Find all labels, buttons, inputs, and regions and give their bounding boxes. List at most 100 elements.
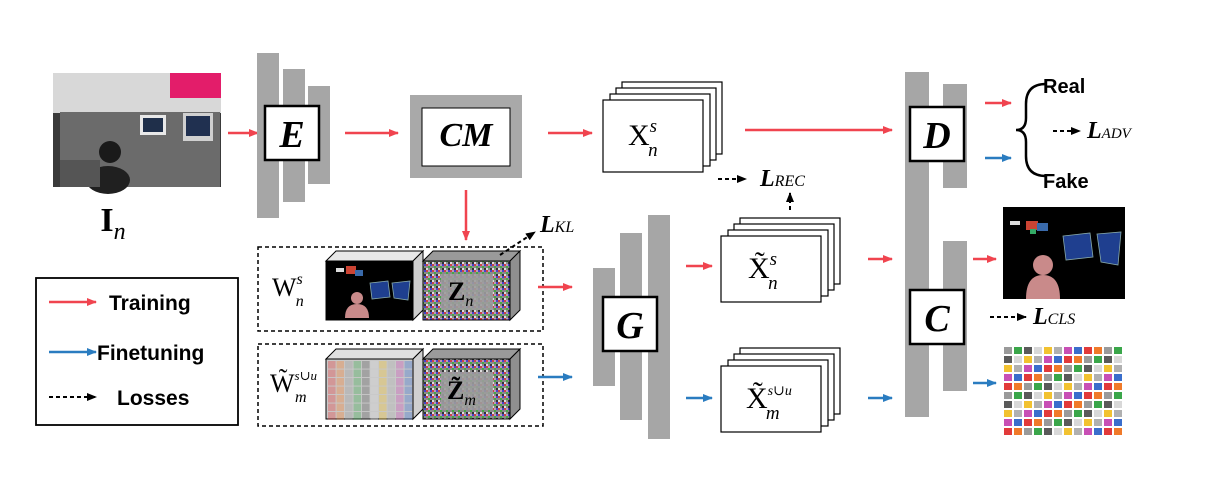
grid-cell [353,386,362,395]
grid-cell [1014,365,1022,372]
grid-cell [1114,365,1122,372]
grid-cell [328,361,336,369]
grid-cell [1014,410,1022,417]
grid-cell [1104,428,1112,435]
grid-cell [1024,428,1032,435]
grid-cell [362,412,370,420]
real-label: Real [1043,76,1085,98]
grid-cell [345,386,353,395]
grid-cell [362,369,370,378]
grid-cell [1114,374,1122,381]
grid-cell [404,378,413,386]
grid-cell [362,395,370,403]
checker-map-wm [324,347,425,421]
cm-block: CM [410,95,522,178]
grid-cell [396,378,404,386]
grid-cell [1094,410,1102,417]
loss-rec-label: LREC [759,166,805,192]
loss-kl-label: LKL [539,212,574,238]
grid-cell [1024,374,1032,381]
input-label: In [100,202,125,245]
grid-cell [387,395,396,403]
grid-cell [336,361,345,369]
grid-cell [1104,383,1112,390]
grid-cell [370,395,379,403]
grid-cell [336,403,345,412]
grid-cell [387,378,396,386]
grid-cell [1074,419,1082,426]
grid-cell [336,412,345,420]
grid-cell [1054,410,1062,417]
grid-cell [396,386,404,395]
discriminator-classifier-blocks: D C [905,72,967,417]
real-fake-brace [1015,82,1047,178]
grid-cell [1064,401,1072,408]
grid-cell [1104,365,1112,372]
grid-cell [1114,383,1122,390]
grid-cell [1064,365,1072,372]
encoder-block: E [257,53,330,218]
legend-losses-label: Losses [117,387,189,410]
legend-finetuning-label: Finetuning [97,342,204,365]
grid-cell [387,361,396,369]
grid-cell [1004,383,1012,390]
grid-cell [1074,374,1082,381]
grid-cell [1034,347,1042,354]
grid-cell [353,361,362,369]
grid-cell [1034,410,1042,417]
grid-cell [1054,392,1062,399]
grid-cell [1064,383,1072,390]
grid-cell [1004,410,1012,417]
grid-cell [1034,374,1042,381]
grid-cell [1094,356,1102,363]
grid-cell [396,403,404,412]
grid-cell [336,378,345,386]
grid-cell [1014,347,1022,354]
grid-cell [1094,419,1102,426]
grid-cell [379,395,387,403]
zm-label: Z̃m [447,376,476,409]
grid-cell [1014,392,1022,399]
grid-cell [1104,419,1112,426]
grid-cell [353,412,362,420]
grid-cell [1034,428,1042,435]
output-class-grid [1004,347,1122,435]
grid-cell [1054,419,1062,426]
grid-cell [328,412,336,420]
grid-cell [1084,410,1092,417]
grid-cell [1004,428,1012,435]
grid-cell [379,361,387,369]
grid-cell [1024,356,1032,363]
grid-cell [387,369,396,378]
fake-label: Fake [1043,171,1089,193]
discriminator-label: D [922,115,950,157]
grid-cell [1024,392,1032,399]
grid-cell [1004,347,1012,354]
grid-cell [1094,401,1102,408]
grid-cell [1024,419,1032,426]
grid-cell [1114,428,1122,435]
grid-cell [387,412,396,420]
grid-cell [345,369,353,378]
grid-cell [328,386,336,395]
grid-cell [1074,383,1082,390]
grid-cell [1064,419,1072,426]
grid-cell [1054,365,1062,372]
grid-cell [379,403,387,412]
loss-cls-label: LCLS [1032,304,1075,330]
grid-cell [404,369,413,378]
grid-cell [387,403,396,412]
grid-cell [1114,392,1122,399]
grid-cell [396,361,404,369]
grid-cell [379,378,387,386]
grid-cell [1064,356,1072,363]
grid-cell [1034,392,1042,399]
grid-cell [328,395,336,403]
grid-cell [1074,401,1082,408]
grid-cell [336,395,345,403]
noise-volume-zm: Z̃m [421,347,522,421]
